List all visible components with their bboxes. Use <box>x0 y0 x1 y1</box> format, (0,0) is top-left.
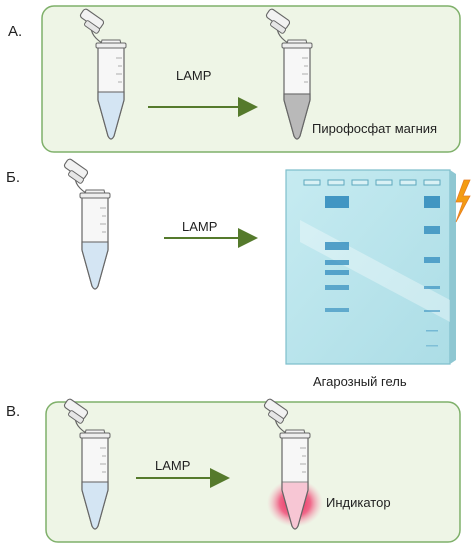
panel-a-result-label: Пирофосфат магния <box>312 121 437 136</box>
panel-a-box <box>41 5 461 153</box>
tube-icon <box>262 397 311 530</box>
tube-icon <box>62 157 111 290</box>
tube-icon <box>62 397 111 530</box>
lightning-icon <box>455 179 471 223</box>
tube-icon <box>78 7 127 140</box>
panel-c-letter: В. <box>6 403 20 420</box>
panel-b-arrow-label: LAMP <box>182 219 217 234</box>
panel-c-arrow-label: LAMP <box>155 458 190 473</box>
panel-b-letter: Б. <box>6 169 20 186</box>
panel-c-result-label: Индикатор <box>326 495 391 510</box>
panel-a-arrow-label: LAMP <box>176 68 211 83</box>
tube-icon <box>264 7 313 140</box>
panel-b-result-label: Агарозный гель <box>313 374 407 389</box>
panel-c-box <box>45 401 461 543</box>
panel-a-letter: А. <box>8 23 22 40</box>
agarose-gel <box>285 169 456 365</box>
